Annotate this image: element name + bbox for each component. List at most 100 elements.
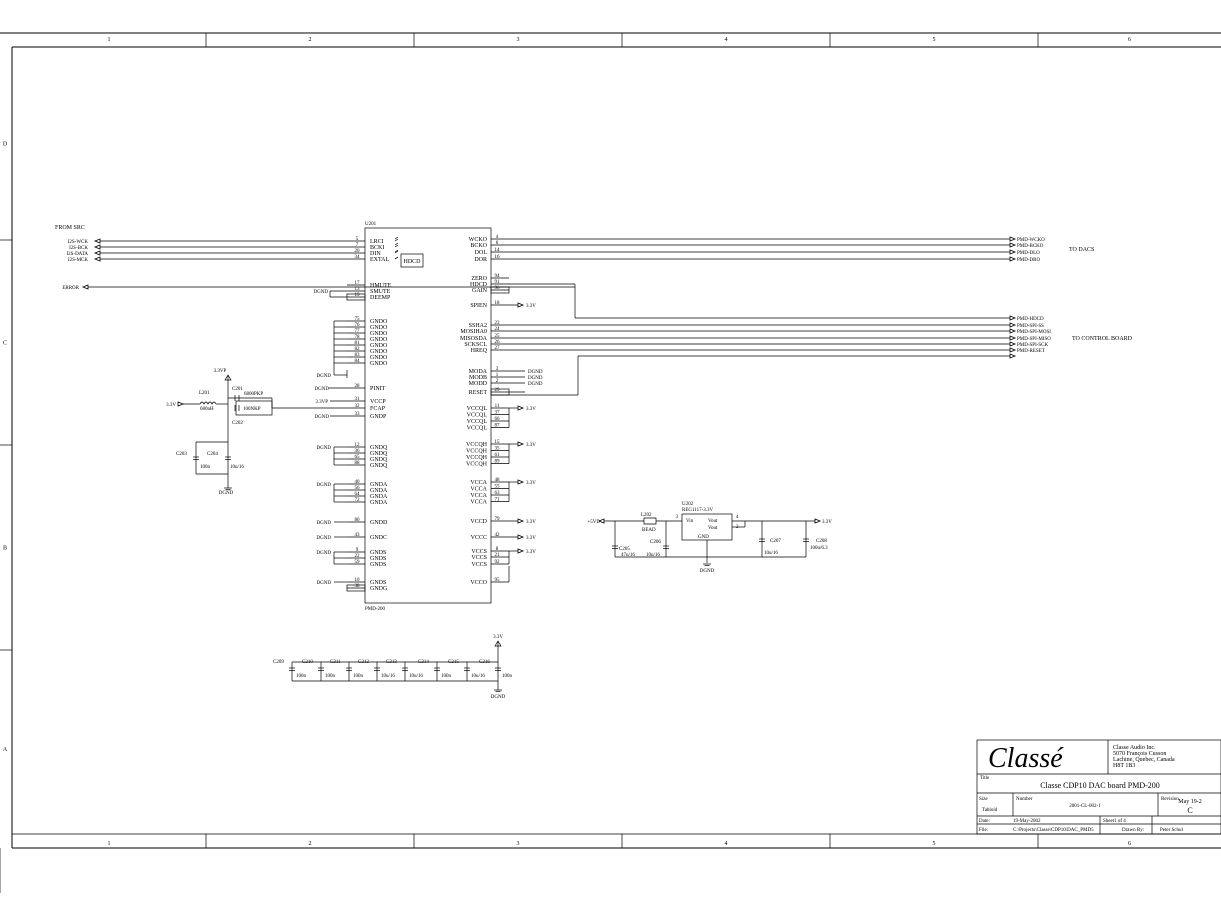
- pin-number: 77: [355, 329, 361, 334]
- component-value: 47u/16: [621, 553, 635, 558]
- pin-number: 22: [355, 554, 361, 559]
- pin-label: VCCQH: [466, 449, 488, 455]
- pin-label: VCCA: [470, 493, 487, 499]
- column-marker-bottom: 1: [108, 841, 111, 847]
- field-value: C:\Projects\Classe\CDP10\DAC_PMD5: [1013, 828, 1094, 833]
- pin-number: 72: [355, 498, 361, 503]
- reset-bus: [490, 388, 510, 396]
- pin-number: 87: [495, 424, 501, 429]
- pin-label: DOR: [474, 257, 487, 263]
- pin-label: HREQ: [471, 348, 488, 354]
- inverter-mark: [394, 250, 399, 254]
- net-tag: 3.3V: [526, 304, 536, 309]
- pin-number: 27: [495, 346, 501, 351]
- pin-label: HMUTE: [370, 283, 392, 289]
- error-arrow: [81, 284, 89, 290]
- component-ref: C203: [176, 452, 187, 457]
- component-ref: C215: [448, 660, 459, 665]
- component-value: 680nH: [200, 407, 214, 412]
- component-value: 10u/16: [764, 551, 778, 556]
- net-tag: DGND: [317, 374, 332, 379]
- control-net: PMD-SPI-SS: [1017, 324, 1044, 329]
- net-tag: DGND: [219, 491, 234, 496]
- input-net: I2S-WCK: [68, 240, 89, 245]
- pin-label: VCCC: [471, 535, 487, 541]
- net-tag: 3.3V: [526, 520, 536, 525]
- pin-number: 3: [496, 367, 499, 372]
- pin-label: GNDO: [370, 361, 388, 367]
- pin-label: SCKSCL: [464, 342, 487, 348]
- net-arrow: [517, 479, 525, 485]
- power-arrow: [494, 640, 502, 647]
- pin-number: 3: [676, 515, 679, 520]
- pin-label: GNDS: [370, 550, 386, 556]
- pin-label: GNDS: [370, 556, 386, 562]
- component-value: 100NKP: [243, 407, 261, 412]
- pin-label: VCCO: [470, 580, 487, 586]
- pin-number: 66: [495, 417, 501, 422]
- pin-label: FCAP: [370, 406, 386, 412]
- c202-box: [235, 400, 273, 416]
- pin-label: VCCQH: [466, 455, 488, 461]
- row-marker: C: [3, 341, 7, 347]
- zero-bus: [490, 286, 510, 294]
- field-label: File:: [979, 828, 988, 833]
- control-arrow: [1009, 315, 1017, 321]
- component-ref: C202: [232, 421, 243, 426]
- control-net: PMD-SPI-MOSI: [1017, 330, 1051, 335]
- pin-label: VCCQH: [466, 462, 488, 468]
- pin-number: 56: [355, 486, 361, 491]
- net-tag: DGND: [528, 382, 543, 387]
- pin-label: VCCS: [471, 549, 487, 555]
- net-tag: 3.3V: [526, 443, 536, 448]
- pin-number: 84: [355, 359, 361, 364]
- component-ref: C207: [770, 539, 781, 544]
- title-block: [976, 739, 1221, 835]
- pin-number: 88: [355, 461, 361, 466]
- company-address: H8T 1B3: [1113, 763, 1135, 769]
- pin-number: 94: [495, 274, 501, 279]
- pin-label: SSHA2: [469, 323, 487, 329]
- pin-number: 12: [355, 443, 361, 448]
- pin-label: GNDP: [370, 414, 387, 420]
- net-tag: 3.3VP: [315, 400, 328, 405]
- inverter-mark: [394, 236, 399, 240]
- pin-label: VCCQL: [467, 419, 488, 425]
- pin-number: 7: [356, 243, 359, 248]
- field-value: C: [1187, 806, 1192, 815]
- field-label: Title: [980, 776, 990, 781]
- company-address: Classe Audio Inc.: [1113, 745, 1156, 751]
- component-value: 100n: [296, 674, 307, 679]
- pin-number: 26: [495, 340, 501, 345]
- drawing-title: Classe CDP10 DAC board PMD-200: [1040, 781, 1160, 790]
- pin-label: BCKO: [470, 243, 487, 249]
- net-tag: DGND: [317, 483, 332, 488]
- pin-label: VCCD: [470, 519, 487, 525]
- pin-number: 19: [355, 293, 361, 298]
- pin-label: GNDO: [370, 331, 388, 337]
- control-arrow: [1009, 341, 1017, 347]
- pin-label: HDCD: [470, 282, 488, 288]
- pin-number: 63: [495, 491, 501, 496]
- input-net: I2S-MCK: [68, 258, 88, 263]
- control-net: PMD-SPI-SCK: [1017, 343, 1049, 348]
- pin-number: 15: [495, 440, 501, 445]
- column-marker-bottom: 3: [517, 841, 520, 847]
- net-tag: 3.3V: [166, 403, 176, 408]
- pin-number: 25: [495, 334, 501, 339]
- net-tag: 3.3V: [493, 635, 503, 640]
- pin-number: 76: [355, 323, 361, 328]
- mute-bus: [346, 293, 366, 301]
- field-value: Peter Schul: [1160, 828, 1184, 833]
- field-value: 2001-CL-002-1: [1069, 804, 1101, 809]
- net-arrow: [517, 548, 525, 554]
- component-value: 100n: [353, 674, 364, 679]
- pin-label: GNDD: [370, 520, 388, 526]
- pin-label: VCCA: [470, 487, 487, 493]
- row-marker: A: [3, 747, 8, 753]
- pin-number: 23: [495, 321, 501, 326]
- field-value: 19-May-2002: [1013, 819, 1041, 824]
- pin-number: 78: [355, 335, 361, 340]
- component-ref: U202: [682, 502, 694, 507]
